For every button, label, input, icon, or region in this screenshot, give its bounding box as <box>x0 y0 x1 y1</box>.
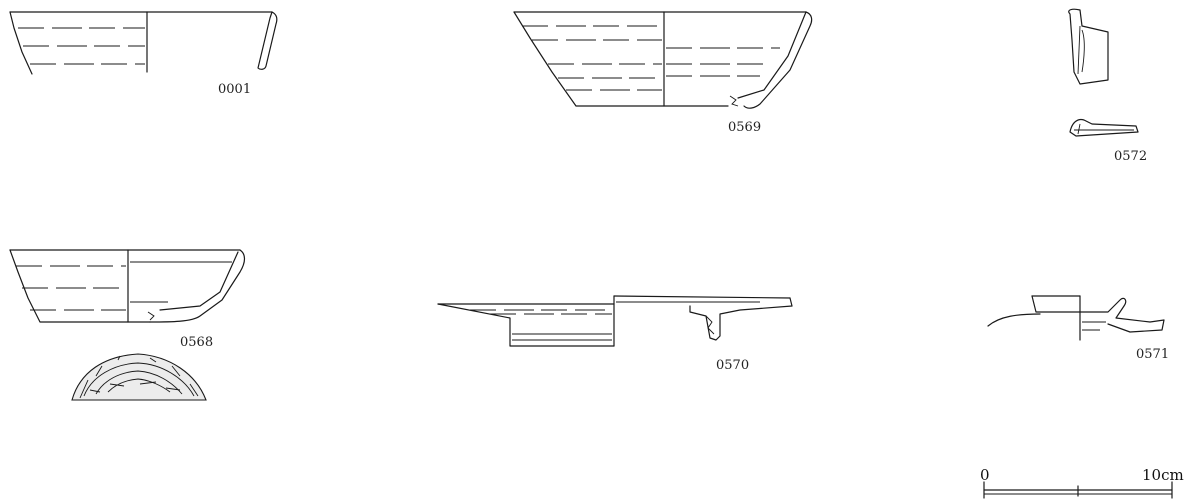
vessel-0568: 0568 <box>9 249 246 401</box>
vessel-0572: 0572 <box>1068 8 1147 164</box>
label-0569: 0569 <box>728 120 761 135</box>
label-0001: 0001 <box>218 82 251 97</box>
textured-base-0568 <box>71 353 207 401</box>
scale-bar: 0 10cm <box>980 466 1184 499</box>
vessel-0001: 0001 <box>9 11 278 97</box>
vessel-0570: 0570 <box>437 295 793 373</box>
label-0570: 0570 <box>716 358 749 373</box>
scale-start-label: 0 <box>980 466 990 484</box>
vessel-0569: 0569 <box>513 11 813 135</box>
label-0572: 0572 <box>1114 149 1147 164</box>
label-0571: 0571 <box>1136 347 1169 362</box>
scale-end-label: 10cm <box>1142 466 1184 484</box>
vessel-0571: 0571 <box>987 295 1169 362</box>
label-0568: 0568 <box>180 335 213 350</box>
